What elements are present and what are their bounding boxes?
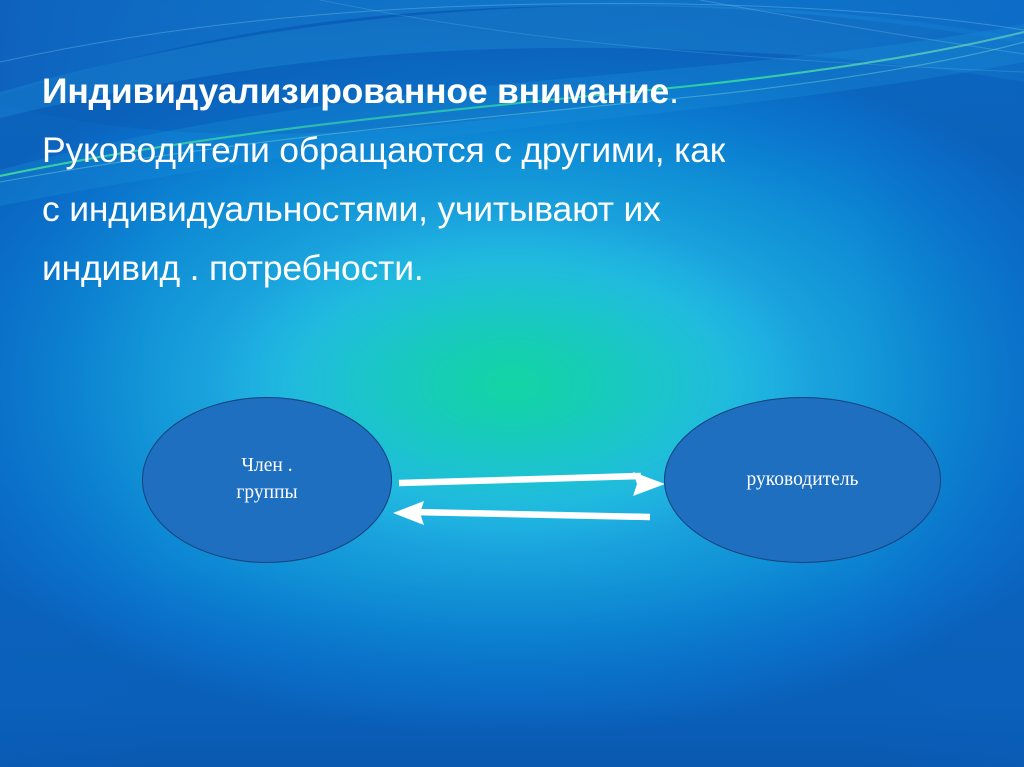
title-line-1-tail: . — [669, 71, 679, 111]
node-leader[interactable]: руководитель — [664, 397, 941, 563]
wave-accent-line-secondary — [0, 41, 1024, 183]
node-group-member-label: Член . группы — [236, 452, 297, 508]
wave-highlight-c — [699, 0, 1024, 55]
node-leader-label: руководитель — [747, 466, 859, 495]
wave-accent-line — [0, 30, 1024, 178]
node-group-member-label-line-2: группы — [236, 482, 298, 503]
node-leader-label-line-1: руководитель — [746, 468, 859, 490]
slide-title-text: Индивидуализированное внимание. Руководи… — [42, 62, 982, 298]
wave-band-light — [0, 5, 1024, 118]
node-group-member[interactable]: Член . группы — [142, 397, 392, 563]
node-group-member-label-line-1: Член . — [241, 455, 293, 476]
wave-decoration — [0, 0, 1024, 206]
title-line-1: Индивидуализированное внимание. — [42, 62, 982, 121]
wave-highlight-b — [319, 0, 1024, 73]
title-line-3: с индивидуальностями, учитывают их — [42, 189, 661, 229]
wave-band-main — [0, 0, 1024, 96]
wave-highlight-a — [0, 2, 1024, 63]
wave-band-sweep — [0, 24, 1024, 206]
title-line-4: индивид . потребности. — [42, 248, 424, 288]
title-line-2: Руководители обращаются с другими, как — [42, 130, 726, 170]
title-line-1-bold: Индивидуализированное внимание — [42, 71, 670, 111]
